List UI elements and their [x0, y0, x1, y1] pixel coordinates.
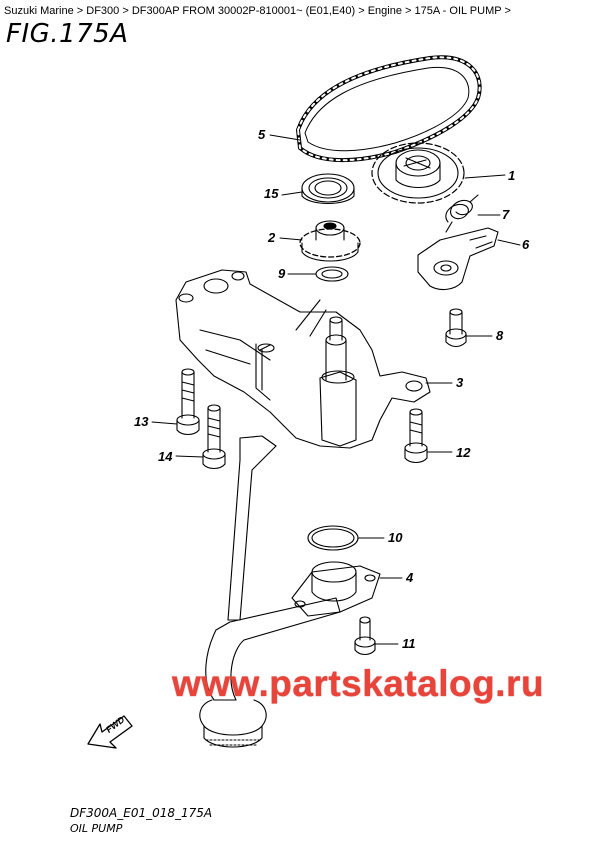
callout-8[interactable]: 8: [496, 328, 504, 343]
breadcrumb-separator: >: [504, 5, 511, 17]
oil-strainer-pipe[interactable]: [199, 435, 341, 748]
callout-1[interactable]: 1: [508, 168, 516, 183]
breadcrumb-separator: >: [122, 5, 129, 17]
breadcrumb-item-engine[interactable]: Engine: [367, 5, 402, 17]
part-8-bolt[interactable]: [445, 308, 467, 348]
callout-7[interactable]: 7: [502, 207, 510, 222]
part-5-chain[interactable]: [296, 55, 482, 163]
part-15-oil-seal[interactable]: [301, 173, 355, 205]
callout-6[interactable]: 6: [522, 237, 530, 252]
callout-3[interactable]: 3: [456, 375, 464, 390]
breadcrumb-separator: >: [405, 5, 412, 17]
callout-12[interactable]: 12: [456, 445, 471, 460]
breadcrumb-separator: >: [76, 5, 84, 17]
part-10-o-ring[interactable]: [307, 525, 359, 551]
callout-10[interactable]: 10: [388, 530, 403, 545]
part-13-bolt[interactable]: [176, 368, 200, 436]
callout-4[interactable]: 4: [406, 570, 414, 585]
part-3-oil-pump-body[interactable]: [175, 269, 431, 449]
breadcrumb-item-model[interactable]: DF300AP FROM 30002P-810001~ (E01,E40): [131, 5, 356, 17]
part-14-bolt[interactable]: [202, 404, 226, 470]
figure-caption: OIL PUMP: [70, 822, 123, 835]
watermark: www.partskatalog.ru: [172, 663, 545, 704]
part-4-flange[interactable]: [291, 561, 381, 617]
part-11-bolt[interactable]: [354, 616, 376, 656]
callout-11[interactable]: 11: [402, 636, 416, 651]
breadcrumb: Suzuki Marine > DF300 > DF300AP FROM 300…: [4, 4, 596, 18]
breadcrumb-separator: >: [358, 5, 365, 17]
figure-code: DF300A_E01_018_175A: [70, 806, 213, 820]
breadcrumb-item-df300[interactable]: DF300: [86, 5, 120, 17]
callout-15[interactable]: 15: [264, 186, 279, 201]
figure-title: FIG.175A: [6, 19, 129, 49]
callout-5[interactable]: 5: [258, 127, 266, 142]
part-6-tensioner[interactable]: [417, 227, 499, 291]
part-12-bolt[interactable]: [404, 408, 428, 464]
leader-lines: [151, 134, 521, 645]
fwd-arrow-icon: [87, 715, 133, 749]
breadcrumb-item-oil-pump[interactable]: 175A - OIL PUMP: [414, 5, 502, 17]
part-9-o-ring[interactable]: [315, 266, 349, 282]
part-7-spring[interactable]: [445, 194, 479, 233]
callout-2[interactable]: 2: [268, 230, 276, 245]
callout-14[interactable]: 14: [158, 449, 173, 464]
part-2-gear[interactable]: [299, 220, 361, 262]
callout-9[interactable]: 9: [278, 266, 286, 281]
callout-13[interactable]: 13: [134, 414, 149, 429]
breadcrumb-item-suzuki-marine[interactable]: Suzuki Marine: [4, 5, 74, 17]
part-1-sprocket[interactable]: [371, 142, 465, 204]
